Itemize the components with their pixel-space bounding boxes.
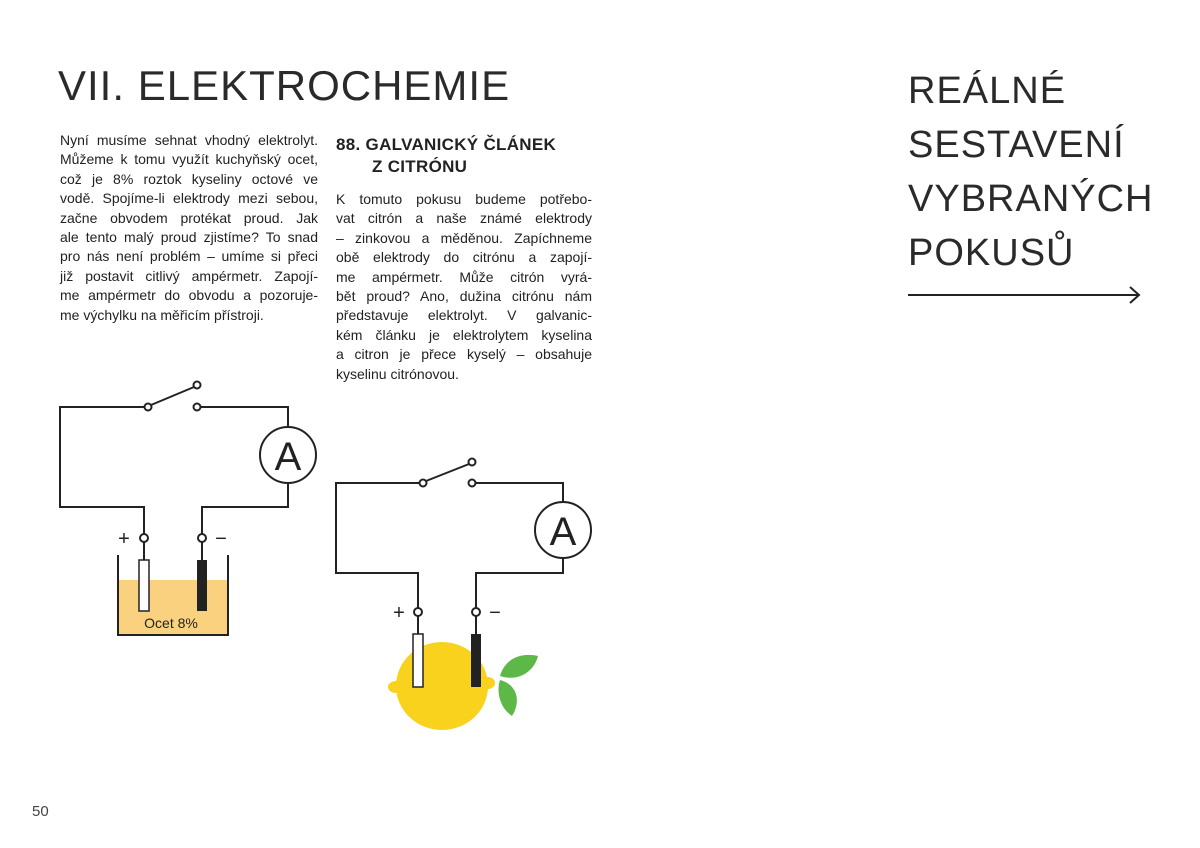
lemon-circuit-diagram: A + − [335, 457, 592, 730]
arrow-right-icon [908, 286, 1141, 304]
side-title-line: POKUSŮ [908, 232, 1075, 274]
text-line: kém článku je elektrolytem kyselina [336, 326, 592, 343]
zinc-electrode [197, 560, 207, 611]
vinegar-liquid [119, 580, 228, 635]
terminal-minus [197, 533, 207, 543]
leaf-icon [498, 654, 538, 716]
text-line: K tomuto pokusu budeme potřebo- [336, 191, 592, 207]
text-line: a citron je přece kyselý – obsahuje [336, 346, 592, 363]
copper-electrode [412, 633, 424, 688]
text-line: vat citrón a naše známé elektrody [336, 210, 592, 227]
text-line: kyselinu citrónovou. [336, 365, 459, 382]
text-line: pro nás není problém – umíme si přeci [60, 248, 318, 265]
text-line: obě elektrody do citrónu a zapojí- [336, 249, 592, 266]
intro-paragraph: Nyní musíme sehnat vhodný elektrolyt. Mů… [60, 131, 318, 325]
experiment-paragraph: K tomuto pokusu budeme potřebo- vat citr… [336, 190, 592, 384]
side-title-line: VYBRANÝCH [908, 178, 1154, 220]
switch-lever [150, 386, 195, 406]
side-title: REÁLNÉ SESTAVENÍ VYBRANÝCH POKUSŮ [908, 64, 1154, 280]
wire [201, 483, 289, 534]
text-line: bět proud? Ano, dužina citrónu nám [336, 288, 592, 305]
text-line: – zinkovou a měděnou. Zapíchneme [336, 229, 592, 246]
text-line: Můžeme k tomu využít kuchyňský ocet, [60, 151, 318, 168]
experiment-heading: 88. GALVANICKÝ ČLÁNEK Z CITRÓNU [336, 134, 556, 178]
copper-electrode [138, 559, 150, 612]
terminal-plus [413, 607, 423, 617]
beaker [117, 555, 229, 636]
switch-contact [192, 380, 202, 390]
switch-contact [143, 402, 153, 412]
wire [59, 406, 145, 534]
text-line: me výchylku na měřicím přístroji. [60, 306, 264, 323]
text-line: již postavit citlivý ampérmetr. Zapojí- [60, 267, 318, 284]
ammeter-label: A [550, 510, 577, 554]
chapter-title: VII. ELEKTROCHEMIE [58, 62, 511, 109]
terminal-minus [471, 607, 481, 617]
plus-sign: + [118, 528, 130, 550]
vinegar-circuit-diagram [59, 380, 317, 636]
ammeter [534, 501, 592, 559]
switch-contact [192, 402, 202, 412]
text-line: vodě. Spojíme-li elektrody mezi sebou, [60, 190, 318, 207]
text-line: me ampérmetr. Může citrón vyrá- [336, 268, 592, 285]
text-line: ale tento malý proud zjistíme? To snad [60, 229, 318, 246]
side-title-line: REÁLNÉ [908, 70, 1067, 112]
text-line: Nyní musíme sehnat vhodný elektrolyt. [60, 132, 318, 148]
text-line: me ampérmetr do obvodu a pozoruje- [60, 287, 318, 304]
terminal-plus [139, 533, 149, 543]
plus-sign: + [393, 602, 405, 624]
heading-line: Z CITRÓNU [372, 157, 468, 176]
ammeter [259, 426, 317, 484]
switch-lever [425, 463, 470, 482]
minus-sign: − [489, 602, 501, 624]
page-number: 50 [32, 803, 49, 820]
text-line: představuje elektrolyt. V galvanic- [336, 307, 592, 324]
wire [200, 406, 289, 427]
side-title-line: SESTAVENÍ [908, 124, 1125, 166]
vinegar-label: Ocet 8% [144, 615, 198, 631]
text-line: což je 8% roztok kyseliny octové ve [60, 170, 318, 187]
text-line: začne obvodem protékat proud. Jak [60, 209, 318, 226]
heading-line: 88. GALVANICKÝ ČLÁNEK [336, 135, 557, 154]
minus-sign: − [215, 528, 227, 550]
zinc-electrode [471, 634, 481, 687]
ammeter-label: A [275, 435, 302, 479]
